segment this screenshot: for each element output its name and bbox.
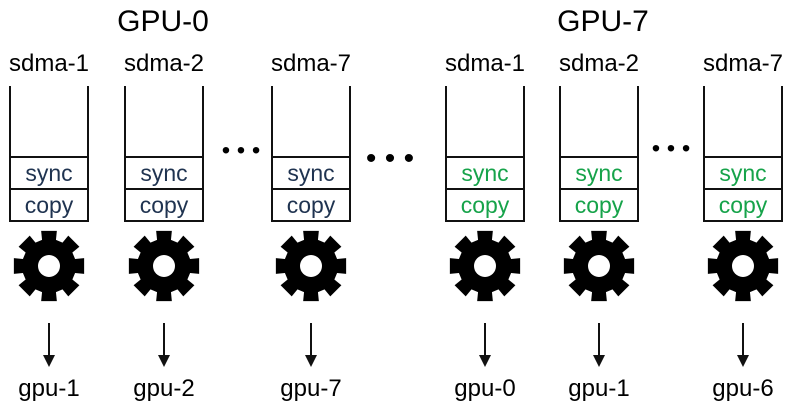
engine-column-g1-e1: sdma-2 sync copy gpu-1 — [559, 50, 639, 402]
engine-column-g1-e0: sdma-1 sync copy gpu-0 — [445, 50, 525, 402]
sdma-engine-label: sdma-1 — [9, 50, 89, 77]
arrow-down-icon — [479, 323, 491, 367]
gear-icon — [707, 230, 779, 302]
sdma-engine-label: sdma-7 — [703, 50, 783, 77]
arrow-down-icon — [593, 323, 605, 367]
sdma-engine-label: sdma-7 — [271, 50, 351, 77]
engine-column-g0-e0: sdma-1 sync copy gpu-1 — [9, 50, 89, 402]
engine-column-g1-e2: sdma-7 sync copy gpu-6 — [703, 50, 783, 402]
command-slot-copy — [271, 188, 351, 222]
ellipsis-between-gpus: • • • — [366, 142, 414, 175]
gear-icon — [275, 230, 347, 302]
command-slot-sync — [559, 156, 639, 190]
ellipsis-gpu0: • • • — [222, 137, 261, 164]
sdma-engine-label: sdma-1 — [445, 50, 525, 77]
target-gpu-label: gpu-7 — [280, 375, 341, 402]
sdma-engine-label: sdma-2 — [124, 50, 204, 77]
arrow-down-icon — [737, 323, 749, 367]
command-slot-copy — [445, 188, 525, 222]
command-slot-sync — [703, 156, 783, 190]
engine-column-g0-e2: sdma-7 sync copy gpu-7 — [271, 50, 351, 402]
command-slot-copy — [124, 188, 204, 222]
group-title-gpu7: GPU-7 — [557, 5, 649, 38]
command-copy-label: copy — [140, 192, 189, 218]
command-slot-sync — [271, 156, 351, 190]
group-title-gpu0: GPU-0 — [117, 5, 209, 38]
command-copy-label: copy — [719, 192, 768, 218]
command-slot-copy — [9, 188, 89, 222]
engine-columns: sdma-1synccopygpu-1sdma-2synccopygpu-2sd… — [9, 50, 783, 402]
arrow-down-icon — [43, 323, 55, 367]
ellipsis-gpu7: • • • — [652, 135, 691, 162]
command-copy-label: copy — [461, 192, 510, 218]
target-gpu-label: gpu-1 — [18, 375, 79, 402]
command-copy-label: copy — [287, 192, 336, 218]
command-slot-copy — [559, 188, 639, 222]
command-slot-copy — [703, 188, 783, 222]
command-slot-sync — [124, 156, 204, 190]
command-copy-label: copy — [25, 192, 74, 218]
command-sync-label: sync — [287, 160, 334, 186]
command-sync-label: sync — [575, 160, 622, 186]
command-sync-label: sync — [140, 160, 187, 186]
engine-column-g0-e1: sdma-2 sync copy gpu-2 — [124, 50, 204, 402]
command-sync-label: sync — [461, 160, 508, 186]
gear-icon — [13, 230, 85, 302]
gear-icon — [128, 230, 200, 302]
gear-icon — [563, 230, 635, 302]
target-gpu-label: gpu-6 — [712, 375, 773, 402]
command-sync-label: sync — [719, 160, 766, 186]
arrow-down-icon — [305, 323, 317, 367]
target-gpu-label: gpu-1 — [568, 375, 629, 402]
command-sync-label: sync — [25, 160, 72, 186]
command-copy-label: copy — [575, 192, 624, 218]
target-gpu-label: gpu-2 — [133, 375, 194, 402]
gear-icon — [449, 230, 521, 302]
target-gpu-label: gpu-0 — [454, 375, 515, 402]
sdma-engine-label: sdma-2 — [559, 50, 639, 77]
arrow-down-icon — [158, 323, 170, 367]
